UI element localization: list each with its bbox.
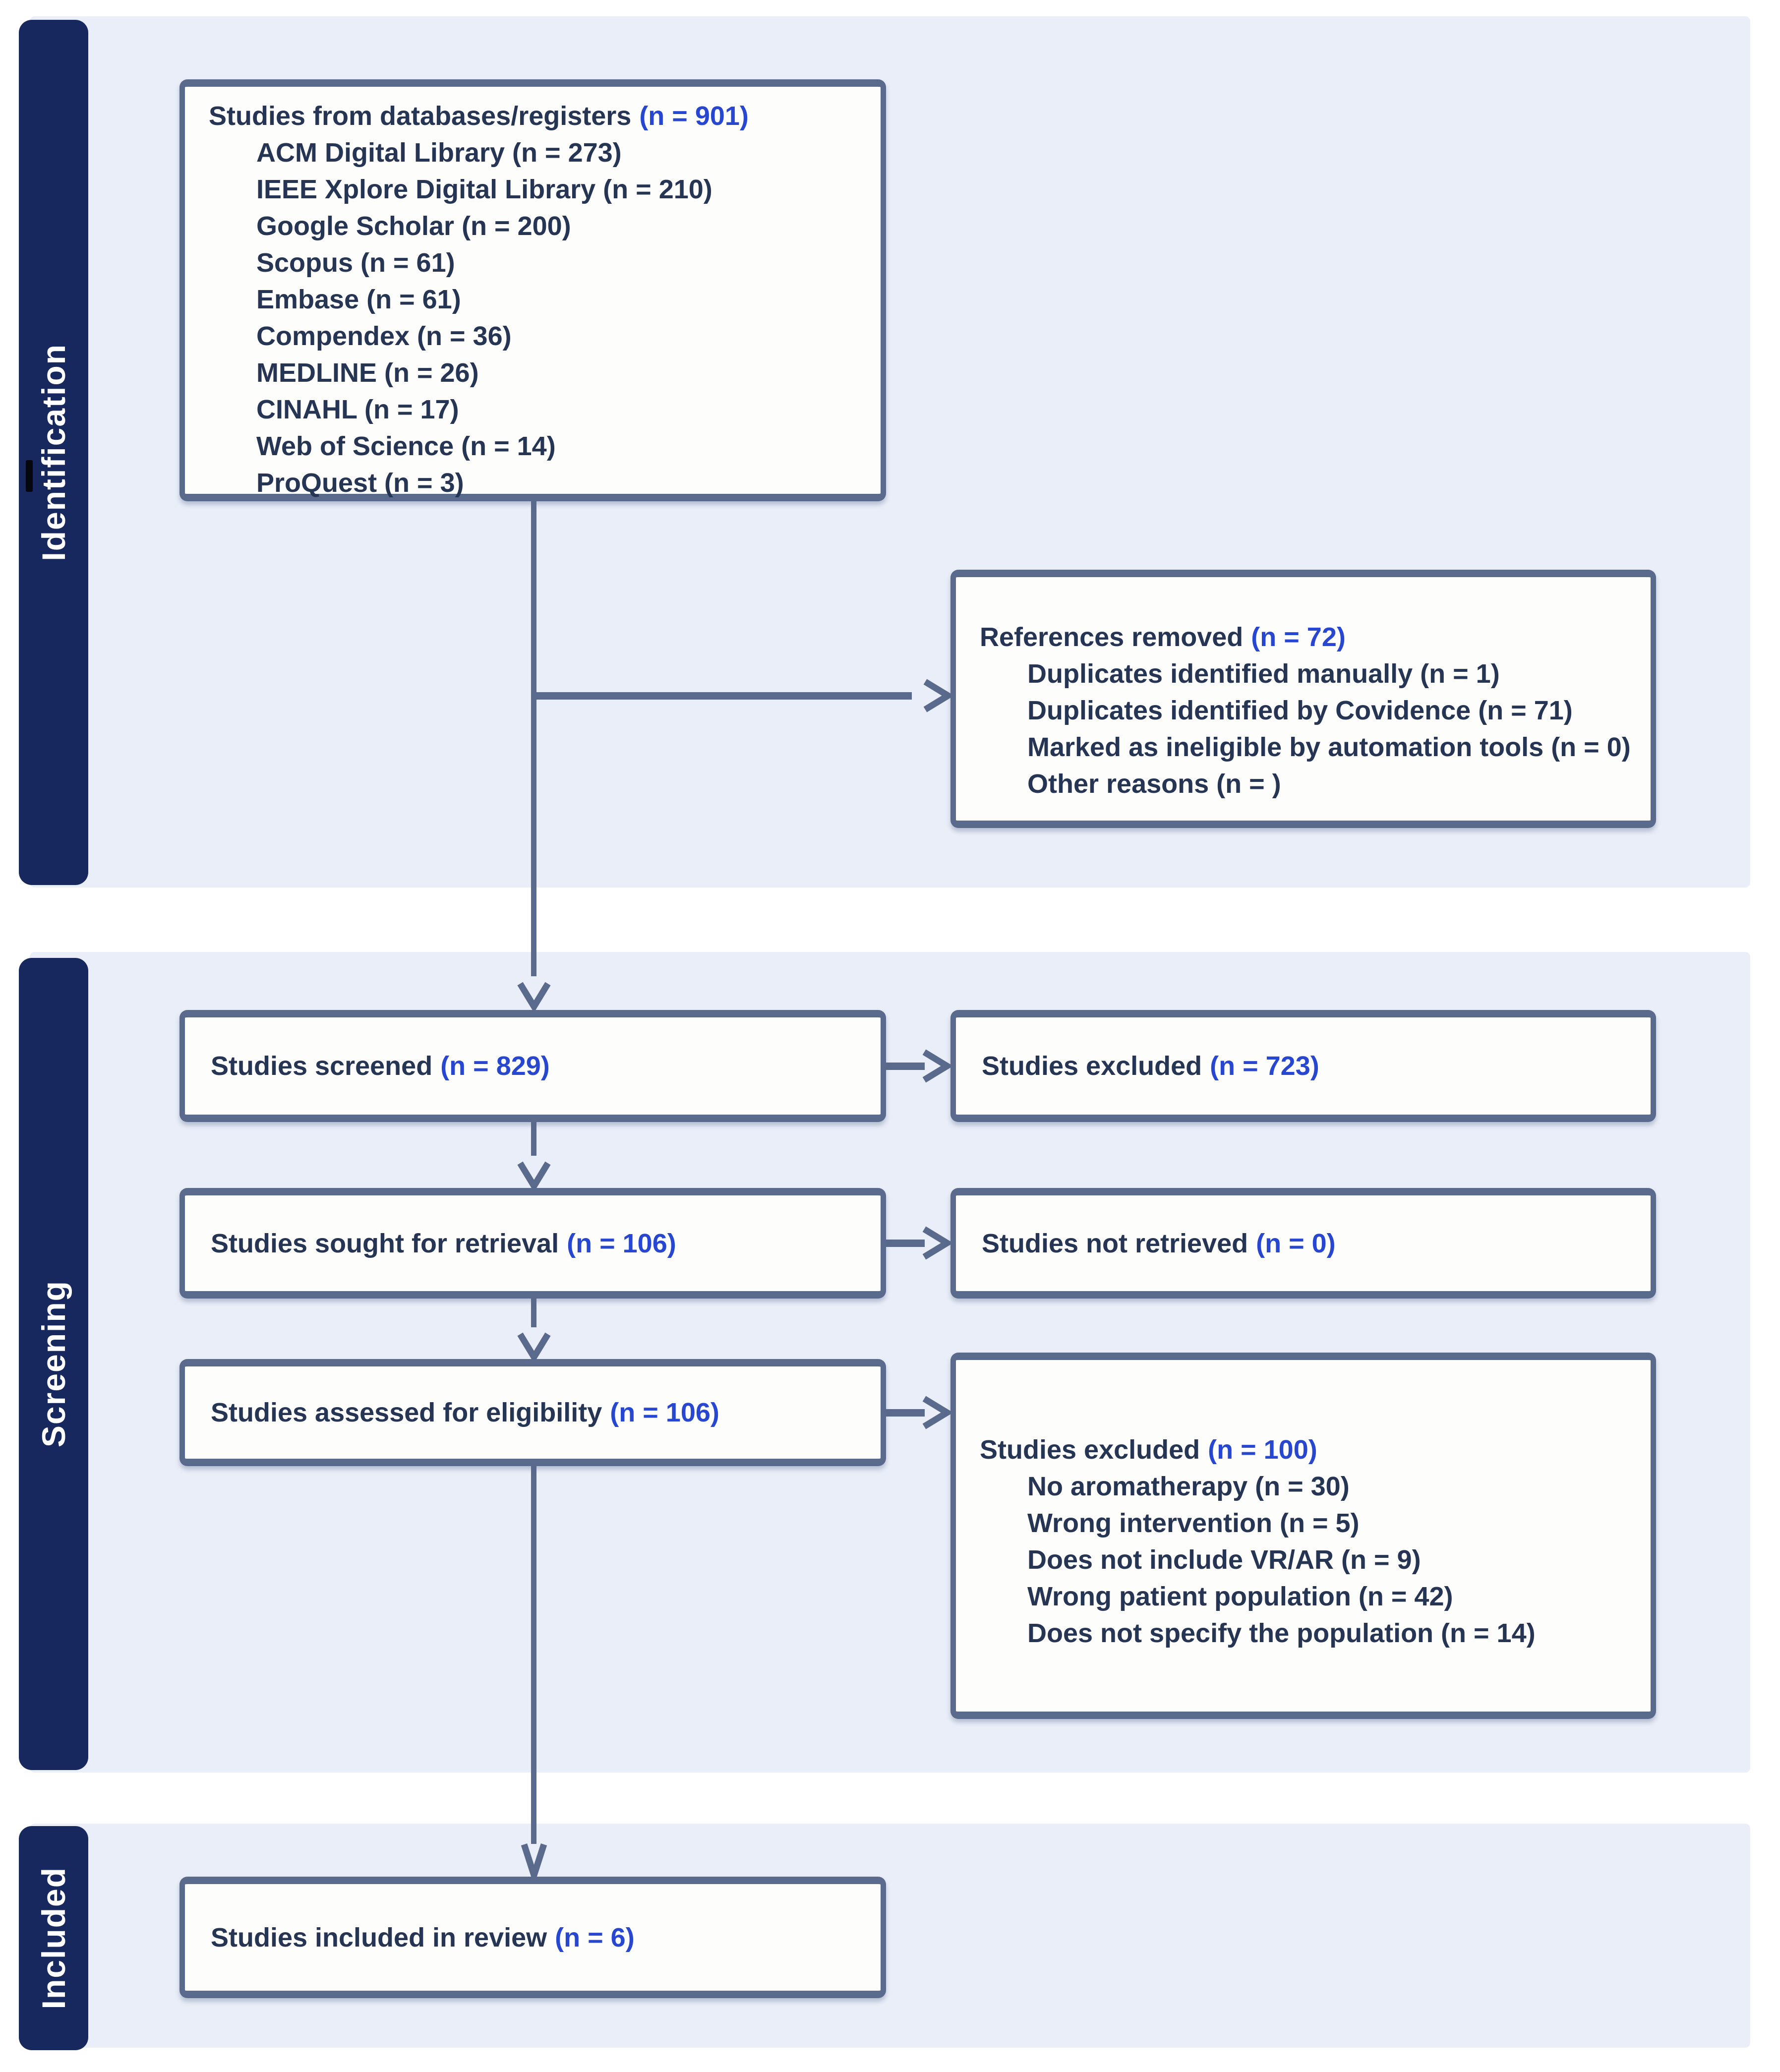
box-title: Studies from databases/registers(n = 901…	[209, 98, 871, 134]
flow-box-studies-excluded-screening: Studies excluded (n = 723)	[950, 1010, 1656, 1122]
list-item: MEDLINE (n = 26)	[256, 358, 479, 388]
list-item: Scopus (n = 61)	[256, 248, 455, 278]
list-item: ACM Digital Library (n = 273)	[256, 138, 622, 168]
box-title-text: Studies not retrieved	[982, 1228, 1248, 1258]
list-item: IEEE Xplore Digital Library (n = 210)	[256, 175, 712, 204]
list-item: Duplicates identified manually (n = 1)	[1027, 659, 1500, 689]
list-item: ProQuest (n = 3)	[256, 468, 464, 498]
list-item: CINAHL (n = 17)	[256, 395, 459, 424]
list-item: Does not specify the population (n = 14)	[1027, 1618, 1536, 1648]
cursor-artifact	[26, 460, 33, 492]
list-item: Web of Science (n = 14)	[256, 431, 556, 461]
connector-assessed-to-included	[531, 1466, 536, 1844]
flow-box-databases: Studies from databases/registers(n = 901…	[179, 79, 886, 501]
stage-label-screening: Screening	[35, 1280, 72, 1448]
connector-screened-to-sought	[531, 1122, 536, 1156]
box-title-text: References removed	[980, 622, 1244, 652]
list-item: Embase (n = 61)	[256, 285, 461, 314]
box-title-text: Studies excluded	[982, 1051, 1202, 1081]
box-title-text: Studies sought for retrieval	[211, 1228, 559, 1258]
stage-bar-screening: Screening	[19, 958, 88, 1770]
connector-sought-to-assessed	[531, 1299, 536, 1327]
list-item: Compendex (n = 36)	[256, 321, 512, 351]
box-title-text: Studies assessed for eligibility	[211, 1398, 602, 1427]
list-item: Wrong intervention (n = 5)	[1027, 1508, 1360, 1538]
box-title-text: Studies from databases/registers	[209, 101, 632, 131]
list-item: Does not include VR/AR (n = 9)	[1027, 1545, 1421, 1575]
flow-box-studies-excluded-eligibility: Studies excluded (n = 100) No aromatherap…	[950, 1353, 1656, 1719]
arrow-down-icon	[517, 1332, 551, 1363]
count-badge: (n = 6)	[555, 1922, 635, 1953]
connector-assessed-to-excluded	[886, 1409, 925, 1417]
arrow-down-icon	[521, 1843, 547, 1880]
box-title-text: Studies screened	[211, 1051, 433, 1081]
count-badge: (n = 72)	[1251, 622, 1346, 652]
list-item: Duplicates identified by Covidence (n = …	[1027, 696, 1573, 725]
arrow-right-icon	[922, 1049, 953, 1083]
list-item: Google Scholar (n = 200)	[256, 211, 571, 241]
flow-box-assessed-for-eligibility: Studies assessed for eligibility (n = 10…	[179, 1359, 886, 1466]
stage-label-included: Included	[35, 1867, 72, 2010]
count-badge: (n = 106)	[567, 1228, 676, 1258]
connector-sought-to-not-retrieved	[886, 1240, 925, 1247]
stage-label-identification: Identification	[35, 344, 72, 561]
list-item: Marked as ineligible by automation tools…	[1027, 732, 1631, 762]
flow-box-included-in-review: Studies included in review (n = 6)	[179, 1877, 886, 1998]
connector-screened-to-excluded	[886, 1063, 925, 1070]
connector-databases-to-screened	[531, 501, 536, 976]
arrow-right-icon	[923, 679, 954, 712]
count-badge: (n = 723)	[1210, 1051, 1319, 1081]
flow-box-references-removed: References removed(n = 72) Duplicates id…	[950, 570, 1656, 828]
arrow-right-icon	[922, 1396, 953, 1429]
arrow-right-icon	[922, 1226, 953, 1260]
box-title: Studies excluded (n = 100)	[980, 1431, 1641, 1468]
connector-branch-to-references-removed	[534, 692, 912, 700]
flow-box-not-retrieved: Studies not retrieved (n = 0)	[950, 1188, 1656, 1299]
count-badge: (n = 100)	[1208, 1435, 1317, 1465]
count-badge: (n = 106)	[610, 1398, 719, 1427]
arrow-down-icon	[517, 1161, 551, 1192]
flow-box-screened: Studies screened (n = 829)	[179, 1010, 886, 1122]
list-item: Wrong patient population (n = 42)	[1027, 1582, 1453, 1611]
count-badge: (n = 829)	[440, 1051, 550, 1081]
count-badge: (n = 901)	[639, 101, 749, 131]
box-title-text: Studies included in review	[211, 1922, 547, 1953]
list-item: No aromatherapy (n = 30)	[1027, 1472, 1350, 1501]
arrow-down-icon	[517, 982, 551, 1013]
stage-bar-identification: Identification	[19, 20, 88, 885]
box-title: References removed(n = 72)	[980, 619, 1641, 655]
list-item: Other reasons (n = )	[1027, 769, 1281, 799]
count-badge: (n = 0)	[1256, 1228, 1336, 1258]
flow-box-sought-for-retrieval: Studies sought for retrieval (n = 106)	[179, 1188, 886, 1299]
stage-bar-included: Included	[19, 1826, 88, 2050]
box-title-text: Studies excluded	[980, 1435, 1200, 1465]
